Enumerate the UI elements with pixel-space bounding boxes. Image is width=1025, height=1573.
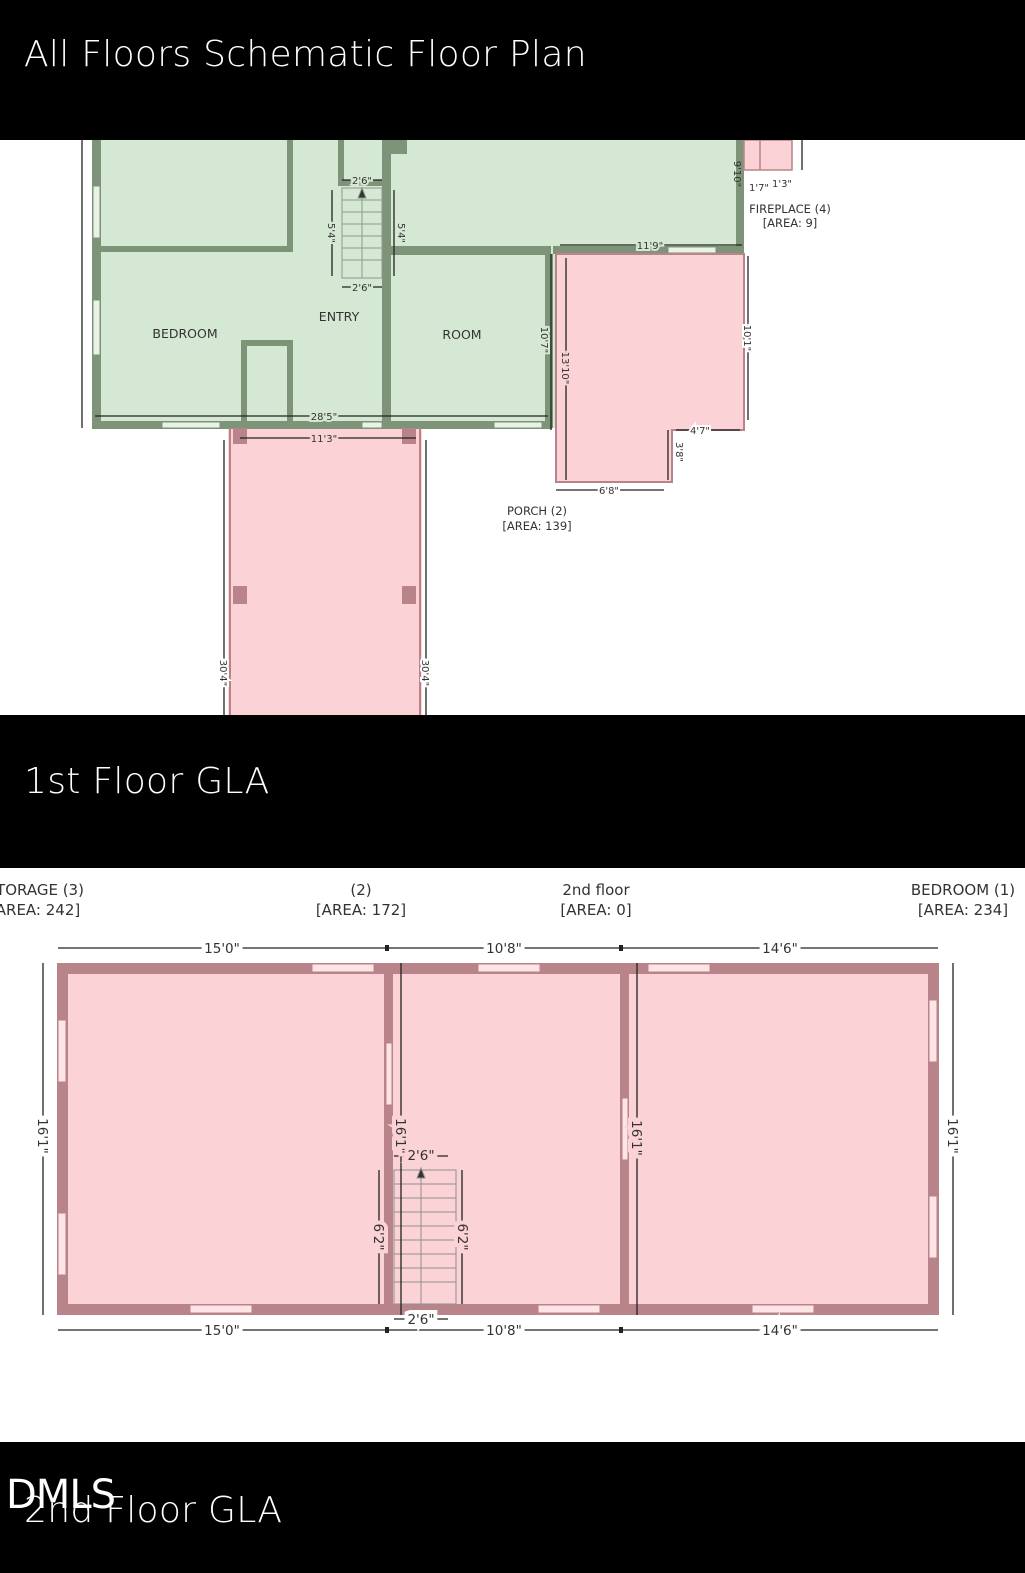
second-floor-dimension-lines (42, 947, 954, 1331)
front-walkway (228, 428, 422, 715)
second-floor-dimension-ticks (385, 945, 623, 1333)
fireplace (743, 140, 793, 171)
dim-height-mid1: 16'1" (392, 1118, 408, 1154)
dim-bot-b: 10'8" (486, 1323, 522, 1339)
dim-bottom-width: 28'5" (311, 412, 337, 423)
dim-walk-right: 30'4" (419, 660, 430, 686)
header-band: All Floors Schematic Floor Plan (0, 0, 1025, 140)
plan-second-floor: TORAGE (3) AREA: 242] (2) [AREA: 172] 2n… (0, 868, 1025, 1442)
floor-plan-1-svg: BEDROOM ENTRY ROOM FIREPLACE (4) [AREA: … (81, 140, 831, 715)
dim-porch-right: 10'1" (741, 325, 752, 351)
second-floor-windows (57, 963, 938, 1314)
dim-walk-left: 30'4" (217, 660, 228, 686)
porch-label: PORCH (2) (507, 504, 567, 518)
porch-notch (672, 430, 744, 485)
dim-stair-right: 5'4" (395, 223, 406, 243)
label-storage-area: AREA: 242] (0, 901, 80, 919)
label-storage: TORAGE (3) (0, 881, 84, 899)
stairs-1 (341, 186, 383, 279)
porch-posts (233, 428, 416, 604)
page-title: All Floors Schematic Floor Plan (24, 34, 587, 75)
dim-height-left: 16'1" (34, 1118, 50, 1154)
room-label-room: ROOM (442, 327, 481, 342)
dim-bot-c: 14'6" (762, 1323, 798, 1339)
dim-fireplace-a: 1'7" (749, 183, 769, 194)
label-bedroom-area: [AREA: 234] (918, 901, 1008, 919)
dim-height-right: 16'1" (944, 1118, 960, 1154)
porch-area: [AREA: 139] (502, 519, 571, 533)
dim-fireplace-b: 1'3" (772, 179, 792, 190)
plan-first-floor: BEDROOM ENTRY ROOM FIREPLACE (4) [AREA: … (0, 140, 1025, 715)
dim-walkway-width: 11'3" (311, 434, 337, 445)
section-title-2nd-floor: 2nd Floor GLA (24, 1490, 283, 1531)
floor-plan-2-svg: TORAGE (3) AREA: 242] (2) [AREA: 172] 2n… (0, 881, 1015, 1343)
dim-top-c: 14'6" (762, 941, 798, 957)
second-floor-area (57, 963, 939, 1315)
fireplace-area: [AREA: 9] (763, 216, 818, 230)
dim-porch-notch-w: 4'7" (690, 426, 710, 437)
fireplace-label: FIREPLACE (4) (749, 202, 831, 216)
dim-stair-bottom: 2'6" (407, 1312, 434, 1328)
room-label-bedroom: BEDROOM (152, 326, 217, 341)
dim-top-b: 10'8" (486, 941, 522, 957)
stairs-2 (393, 1166, 457, 1305)
living-walls (92, 140, 744, 429)
room-label-entry: ENTRY (319, 309, 360, 324)
dim-porch-bottom: 6'8" (599, 486, 619, 497)
section-band-2: 2nd Floor GLA (0, 1442, 1025, 1573)
dim-stair-bottom: 2'6" (352, 283, 372, 294)
dimension-lines (81, 140, 803, 715)
section-title-1st-floor: 1st Floor GLA (24, 761, 270, 802)
dim-porch-left-outer: 10'7" (538, 327, 549, 353)
dim-stair-top: 2'6" (407, 1148, 434, 1164)
porch-walls (229, 253, 745, 715)
dim-porch-left: 13'10" (559, 352, 570, 385)
dim-stair-left: 6'2" (370, 1223, 386, 1250)
dim-stair-left: 5'4" (325, 223, 336, 243)
section-band-1: 1st Floor GLA (0, 715, 1025, 868)
label-mid-area: [AREA: 172] (316, 901, 406, 919)
label-2nd-floor-area: [AREA: 0] (560, 901, 631, 919)
label-bedroom: BEDROOM (1) (911, 881, 1015, 899)
dim-porch-notch-h: 3'8" (673, 442, 684, 462)
label-mid: (2) (350, 881, 371, 899)
dmls-watermark: DMLS (6, 1472, 116, 1518)
dim-top-a: 15'0" (204, 941, 240, 957)
label-2nd-floor: 2nd floor (562, 881, 630, 899)
dim-height-mid2: 16'1" (628, 1120, 644, 1156)
dim-stair-right: 6'2" (454, 1223, 470, 1250)
dim-stair-top: 2'6" (352, 176, 372, 187)
dim-fireplace-c: 9'10" (731, 161, 742, 187)
dim-bot-a: 15'0" (204, 1323, 240, 1339)
windows (92, 185, 717, 429)
dim-porch-top: 11'9" (637, 241, 663, 252)
